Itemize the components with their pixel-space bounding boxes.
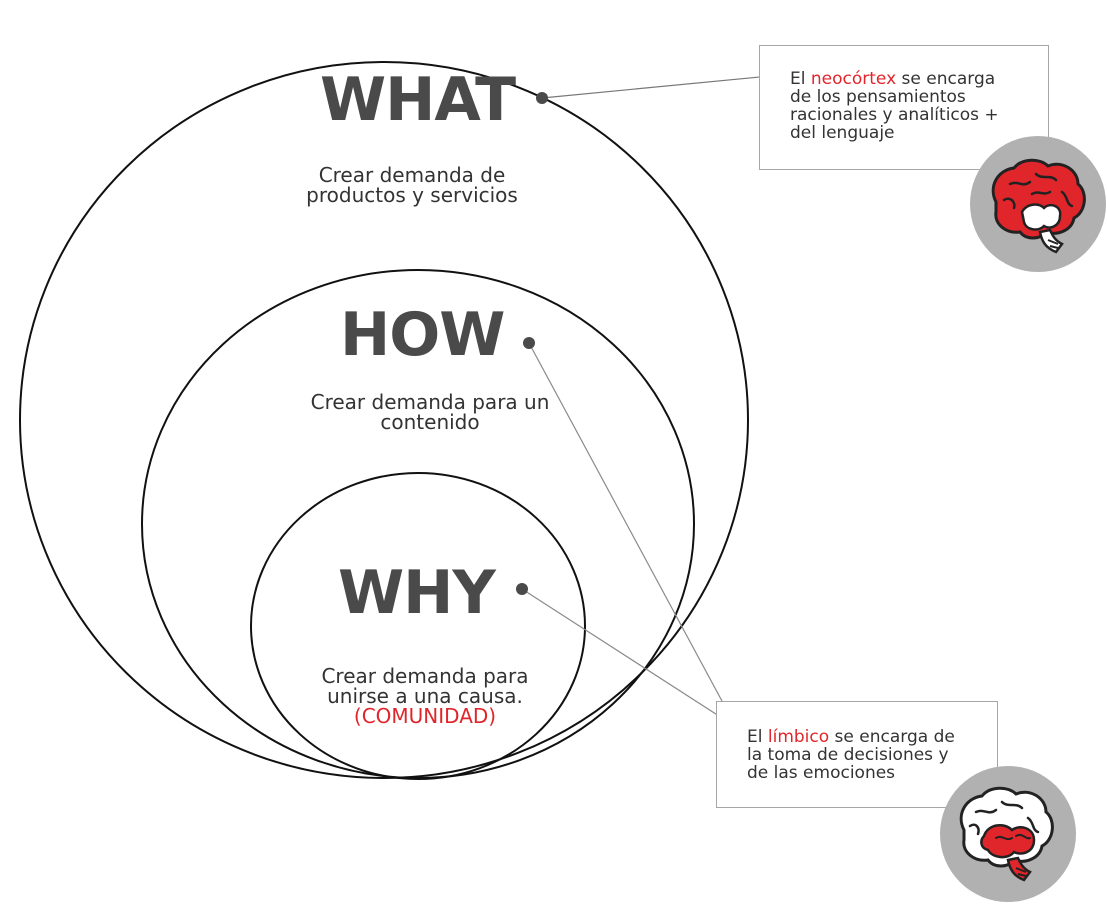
why-description-line: Crear demanda para xyxy=(321,664,529,688)
why-circle xyxy=(250,472,586,780)
neocortex-note-line-4: del lenguaje xyxy=(790,123,895,143)
why-connector-line xyxy=(521,588,737,728)
neocortex-note-line-3: racionales y analíticos + xyxy=(790,105,999,125)
why-description: Crear demanda para unirse a una causa. (… xyxy=(305,666,545,726)
how-connector-line xyxy=(528,342,737,728)
limbic-brain-badge xyxy=(940,766,1076,902)
what-connector-line xyxy=(541,75,771,99)
what-heading: WHAT xyxy=(320,65,516,135)
neocortex-note-line-2: de los pensamientos xyxy=(790,87,966,107)
brain-icon xyxy=(991,158,1086,254)
neocortex-note: El neocórtex se encarga de los pensamien… xyxy=(759,45,1049,170)
neocortex-highlight: neocórtex xyxy=(810,69,897,89)
limbic-note-line-3: de las emociones xyxy=(747,763,896,783)
what-description-line: Crear demanda de xyxy=(318,163,506,187)
neocortex-note-suffix: se encarga xyxy=(896,69,996,89)
how-description-line: contenido xyxy=(380,410,480,434)
limbic-highlight: límbico xyxy=(767,727,830,747)
why-dot xyxy=(516,583,528,595)
limbic-note: El límbico se encarga de la toma de deci… xyxy=(716,701,998,808)
neocortex-note-line-1: El neocórtex se encarga xyxy=(790,70,1048,88)
why-highlight: (COMUNIDAD) xyxy=(353,704,497,728)
how-heading: HOW xyxy=(340,300,505,370)
limbic-note-prefix: El xyxy=(747,727,768,747)
neocortex-brain-badge xyxy=(970,136,1106,272)
limbic-note-line-1: El límbico se encarga de xyxy=(747,728,997,746)
limbic-note-line-2: la toma de decisiones y xyxy=(747,745,949,765)
what-description-line: productos y servicios xyxy=(306,183,518,207)
brain-icon xyxy=(959,786,1054,882)
how-description: Crear demanda para un contenido xyxy=(285,392,575,432)
what-dot xyxy=(536,92,548,104)
limbic-note-suffix: se encarga de xyxy=(829,727,955,747)
why-description-line: unirse a una causa. xyxy=(327,684,523,708)
how-description-line: Crear demanda para un xyxy=(310,390,550,414)
why-heading: WHY xyxy=(338,558,496,628)
what-circle xyxy=(19,61,749,779)
what-description: Crear demanda de productos y servicios xyxy=(272,165,552,205)
neocortex-note-prefix: El xyxy=(790,69,811,89)
how-dot xyxy=(523,337,535,349)
